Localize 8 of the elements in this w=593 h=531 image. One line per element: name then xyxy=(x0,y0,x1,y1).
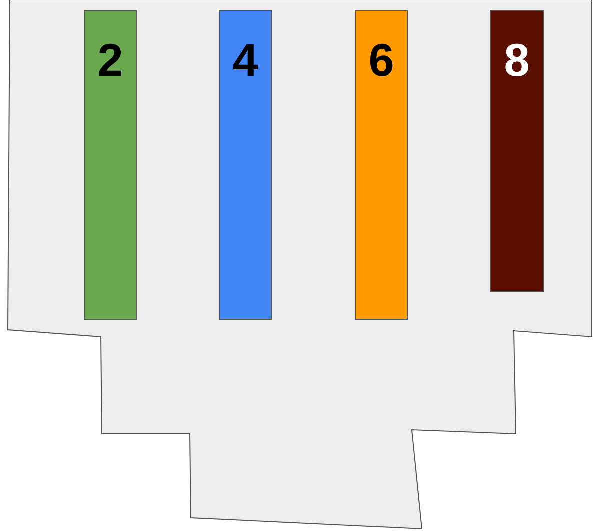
pin-number: 8 xyxy=(504,37,530,83)
pin-bar xyxy=(490,10,544,292)
pin-number: 6 xyxy=(368,37,394,83)
pin-bar xyxy=(84,10,137,320)
pin-number: 4 xyxy=(232,37,258,83)
pin-number: 2 xyxy=(98,37,124,83)
pin-bar xyxy=(355,10,408,320)
pin-bar xyxy=(219,10,272,320)
